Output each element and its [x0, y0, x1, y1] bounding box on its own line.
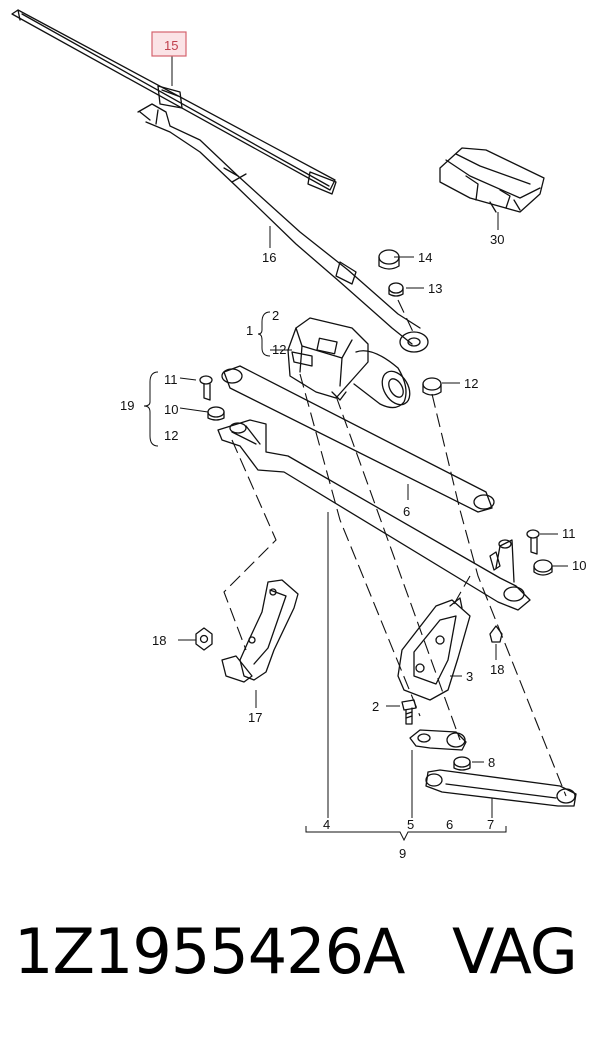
label-7: 7 [487, 817, 494, 832]
label-4: 4 [323, 817, 330, 832]
nut-18-right [489, 625, 503, 643]
brand-name: VAG [452, 915, 578, 988]
wiper-blade [11, 9, 337, 195]
label-8: 8 [488, 755, 495, 770]
label-18-right: 18 [490, 662, 504, 677]
label-12-left: 12 [164, 428, 178, 443]
label-17: 17 [248, 710, 262, 725]
label-15: 15 [164, 38, 178, 53]
label-9: 9 [399, 846, 406, 861]
label-3: 3 [466, 669, 473, 684]
sensor-module [439, 147, 545, 213]
label-18-left: 18 [152, 633, 166, 648]
cap-and-nut [378, 249, 404, 297]
leader-lines [143, 56, 568, 842]
linkage-rods [217, 365, 531, 611]
label-12-right: 12 [464, 376, 478, 391]
nut-12 [422, 377, 442, 396]
label-6-mid: 6 [403, 504, 410, 519]
bracket-3 [397, 597, 471, 701]
label-14: 14 [418, 250, 432, 265]
label-2-bottom: 2 [372, 699, 379, 714]
nut-18-left [195, 627, 213, 651]
label-11-right: 11 [562, 526, 576, 541]
label-13: 13 [428, 281, 442, 296]
label-6-bottom: 6 [446, 817, 453, 832]
label-30: 30 [490, 232, 504, 247]
bolt-2 [401, 699, 417, 725]
label-1: 1 [246, 323, 253, 338]
part-labels: 15 30 16 14 13 1 2 12 12 11 19 10 12 6 1… [120, 38, 586, 861]
label-5: 5 [407, 817, 414, 832]
label-2-top: 2 [272, 308, 279, 323]
left-bolt-nut [199, 375, 225, 421]
wiper-motor [287, 317, 411, 409]
bracket-17 [221, 579, 299, 683]
assembly-dashed-lines [223, 299, 567, 797]
label-16: 16 [262, 250, 276, 265]
wiper-arm [137, 103, 429, 353]
label-12-top: 12 [272, 342, 286, 357]
label-11-left: 11 [164, 372, 178, 387]
highlight-box [151, 31, 187, 57]
label-10-right: 10 [572, 558, 586, 573]
part-number: 1Z1955426A [14, 915, 405, 988]
label-19: 19 [120, 398, 134, 413]
crank-lever [409, 729, 577, 807]
footer: 1Z1955426A VAG [0, 905, 600, 1015]
label-10-left: 10 [164, 402, 178, 417]
